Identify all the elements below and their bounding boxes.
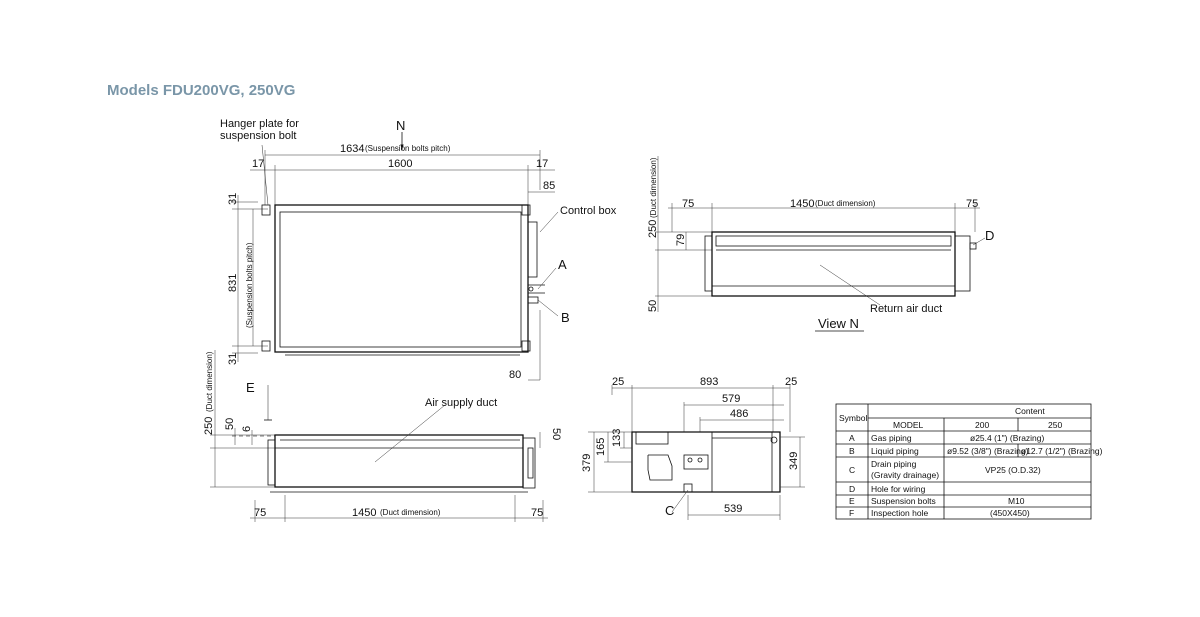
table-row-b-symbol: B <box>849 446 855 456</box>
table-row-f-symbol: F <box>849 508 854 518</box>
view-n-height: 250 <box>647 220 659 238</box>
view-n-inner-offset: 79 <box>675 234 687 246</box>
side-dim-133: 133 <box>611 429 623 447</box>
side-view <box>588 385 805 520</box>
side-dim-486: 486 <box>730 408 748 420</box>
view-n-height-note: (Duct dimension) <box>649 157 658 218</box>
side-right-offset: 25 <box>785 376 797 388</box>
side-left-offset: 25 <box>612 376 624 388</box>
top-view <box>232 132 559 381</box>
side-offset-dim: 80 <box>509 369 521 381</box>
pitch-width-dim: 1634 <box>340 143 364 155</box>
hanger-label-line1: Hanger plate for <box>220 118 299 130</box>
table-row-a-value: ø25.4 (1") (Brazing) <box>970 433 1045 443</box>
callout-c: C <box>665 503 674 518</box>
table-row-b-value-250: ø12.7 (1/2") (Brazing) <box>1021 446 1103 456</box>
table-row-e-value: M10 <box>1008 496 1025 506</box>
callout-a: A <box>558 257 567 272</box>
front-offset-6: 6 <box>241 426 253 432</box>
pitch-depth-dim: 831 <box>227 274 239 292</box>
table-row-b-value-200: ø9.52 (3/8") (Brazing) <box>947 446 1029 456</box>
view-n-bottom-offset: 50 <box>647 300 659 312</box>
table-row-c-item: Drain piping <box>871 459 917 469</box>
table-content-header: Content <box>1015 406 1045 416</box>
table-row-f-item: Inspection hole <box>871 508 928 518</box>
body-width-dim: 1600 <box>388 158 412 170</box>
view-marker-n: N <box>396 118 405 133</box>
table-row-f-value: (450X450) <box>990 508 1030 518</box>
side-dim-165: 165 <box>595 438 607 456</box>
left-offset-dim: 17 <box>252 158 264 170</box>
air-supply-duct-label: Air supply duct <box>425 397 497 409</box>
spec-table <box>835 403 1092 520</box>
callout-d: D <box>985 228 994 243</box>
top-offset-dim: 31 <box>227 193 239 205</box>
front-right-50: 50 <box>550 428 562 440</box>
view-n-duct-width-note: (Duct dimension) <box>815 199 876 208</box>
side-dim-349: 349 <box>788 452 800 470</box>
hanger-label-line2: suspension bolt <box>220 130 296 142</box>
front-view-labels: 250 (Duct dimension) 50 6 50 E Air suppl… <box>203 351 562 519</box>
table-row-a-item: Gas piping <box>871 433 912 443</box>
front-view <box>210 350 548 522</box>
table-row-b-item: Liquid piping <box>871 446 919 456</box>
view-n-right-offset: 75 <box>966 198 978 210</box>
table-row-d-item: Hole for wiring <box>871 484 926 494</box>
front-duct-width: 1450 <box>352 507 376 519</box>
table-col-200: 200 <box>975 420 989 430</box>
front-duct-width-note: (Duct dimension) <box>380 508 441 517</box>
pitch-width-note: (Suspension bolts pitch) <box>365 144 451 153</box>
table-row-c-symbol: C <box>849 465 855 475</box>
table-col-250: 250 <box>1048 420 1062 430</box>
table-row-e-item: Suspension bolts <box>871 496 936 506</box>
table-row-e-symbol: E <box>849 496 855 506</box>
view-n-left-offset: 75 <box>682 198 694 210</box>
table-model-header: MODEL <box>893 420 924 430</box>
spec-table-text: Symbol Content MODEL 200 250 A Gas pipin… <box>839 406 1103 518</box>
return-air-duct-label: Return air duct <box>870 303 942 315</box>
view-n-label: View N <box>818 316 859 331</box>
table-row-d-symbol: D <box>849 484 855 494</box>
side-dim-379: 379 <box>581 454 593 472</box>
view-n <box>655 156 986 332</box>
table-row-c-value: VP25 (O.D.32) <box>985 465 1041 475</box>
table-row-a-symbol: A <box>849 433 855 443</box>
view-n-labels: 75 1450 (Duct dimension) 75 250 (Duct di… <box>647 157 994 331</box>
control-box-label: Control box <box>560 205 617 217</box>
view-n-duct-width: 1450 <box>790 198 814 210</box>
bottom-offset-dim: 31 <box>227 353 239 365</box>
page-title: Models FDU200VG, 250VG <box>107 82 296 99</box>
top-view-labels: N Hanger plate for suspension bolt 1634 … <box>220 118 617 381</box>
side-dim-539: 539 <box>724 503 742 515</box>
front-height-dim: 250 <box>203 417 215 435</box>
side-width-dim: 893 <box>700 376 718 388</box>
right-offset-dim: 17 <box>536 158 548 170</box>
pitch-depth-note: (Suspension bolts pitch) <box>245 242 254 328</box>
callout-b: B <box>561 310 570 325</box>
front-height-note: (Duct dimension) <box>205 351 214 412</box>
front-offset-50: 50 <box>224 418 236 430</box>
table-row-c-item2: (Gravity drainage) <box>871 470 939 480</box>
front-left-offset: 75 <box>254 507 266 519</box>
front-right-offset: 75 <box>531 507 543 519</box>
callout-e: E <box>246 380 255 395</box>
control-box-offset-dim: 85 <box>543 180 555 192</box>
side-view-labels: 25 893 25 579 486 165 133 379 349 539 C <box>581 376 800 518</box>
side-dim-579: 579 <box>722 393 740 405</box>
table-symbol-header: Symbol <box>839 413 867 423</box>
